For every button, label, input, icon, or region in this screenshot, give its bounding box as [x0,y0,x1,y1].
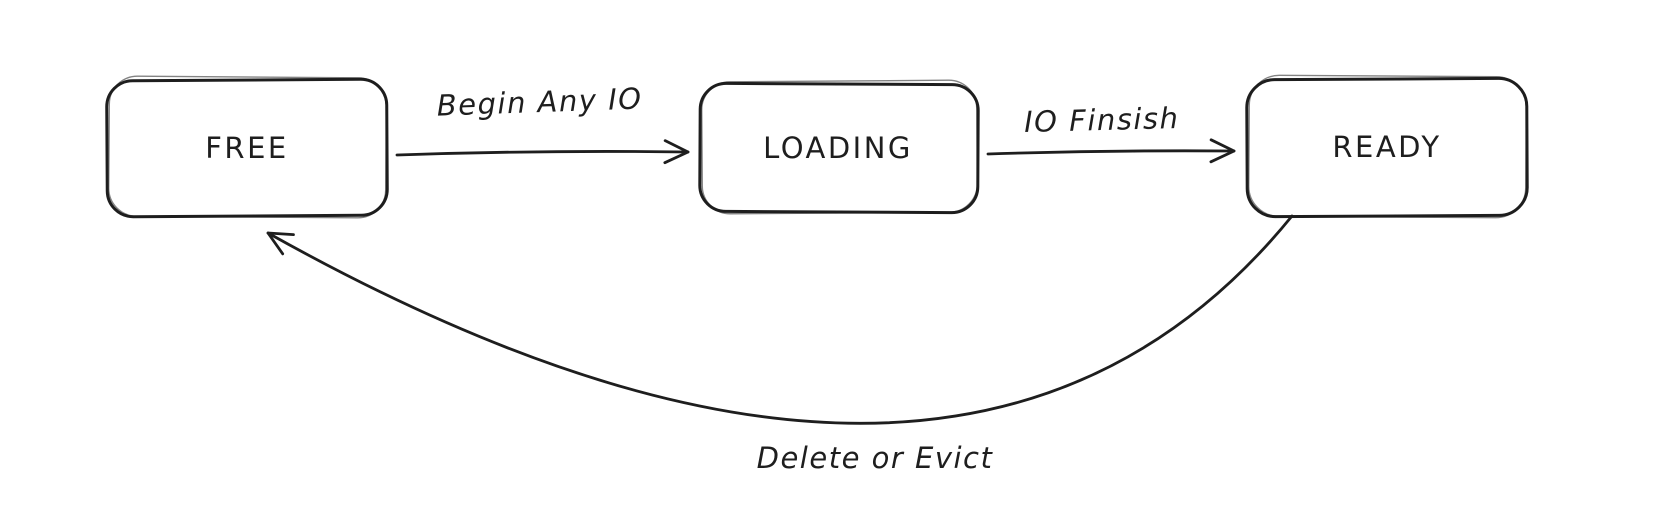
edge-ready-to-free-arrow [266,214,1294,425]
node-loading: LOADING [698,79,980,215]
edge-free-to-loading-label: Begin Any IO [436,81,643,122]
edge-loading-to-ready: IO Finsish [986,101,1236,164]
node-free: FREE [105,75,389,219]
edge-free-to-loading: Begin Any IO [395,81,690,165]
edge-loading-to-ready-arrow [986,138,1236,164]
node-ready-box-sketch-stroke [1248,74,1527,219]
edge-ready-to-free: Delete or Evict [266,214,1294,475]
edge-loading-to-ready-label: IO Finsish [1024,101,1180,139]
node-ready-box [1245,76,1529,219]
node-loading-label: LOADING [763,131,913,165]
node-free-label: FREE [205,131,288,165]
node-loading-box-sketch-stroke [701,79,978,215]
node-loading-box [698,81,980,215]
node-free-box-sketch-stroke [108,75,387,219]
node-ready-label: READY [1332,130,1441,164]
edge-ready-to-free-label: Delete or Evict [757,441,994,475]
node-ready: READY [1245,74,1529,219]
node-free-box [105,77,389,219]
edge-free-to-loading-arrow [395,139,690,165]
